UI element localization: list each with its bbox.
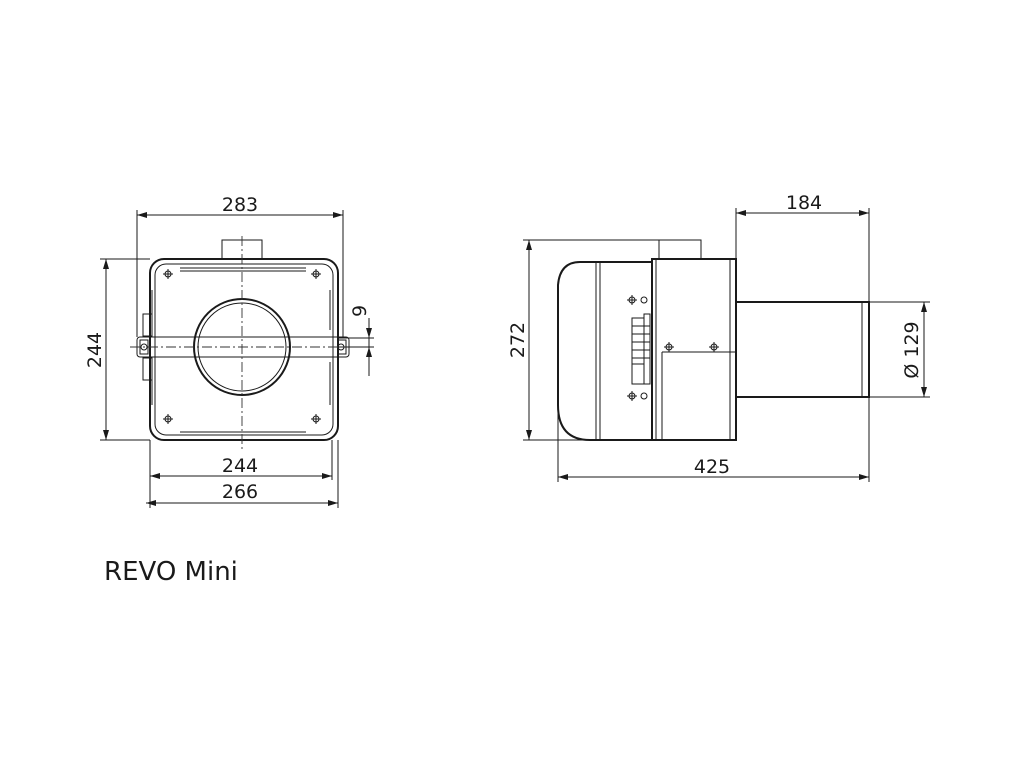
dim-base-inner: 244 [222, 455, 258, 477]
dim-width-overall: 283 [222, 194, 258, 216]
side-terminal-block [627, 295, 651, 401]
front-housing [149, 258, 339, 441]
side-burner-tube [735, 301, 870, 398]
dim-side-height: 272 [507, 322, 529, 358]
product-title: REVO Mini [104, 557, 238, 587]
side-front-cover [557, 261, 653, 441]
dim-total-length: 425 [694, 456, 730, 478]
side-view: 184 272 Ø 129 425 [507, 192, 930, 482]
dim-tube-diameter: Ø 129 [901, 321, 923, 378]
dim-offset: 9 [349, 305, 371, 317]
side-main-body [651, 258, 737, 441]
front-view: 283 244 9 244 266 [84, 194, 374, 508]
dim-base-outer: 266 [222, 481, 258, 503]
dim-top-length: 184 [786, 192, 822, 214]
dim-height: 244 [84, 332, 106, 368]
side-flue-stub [658, 239, 702, 260]
front-screws [140, 269, 345, 424]
